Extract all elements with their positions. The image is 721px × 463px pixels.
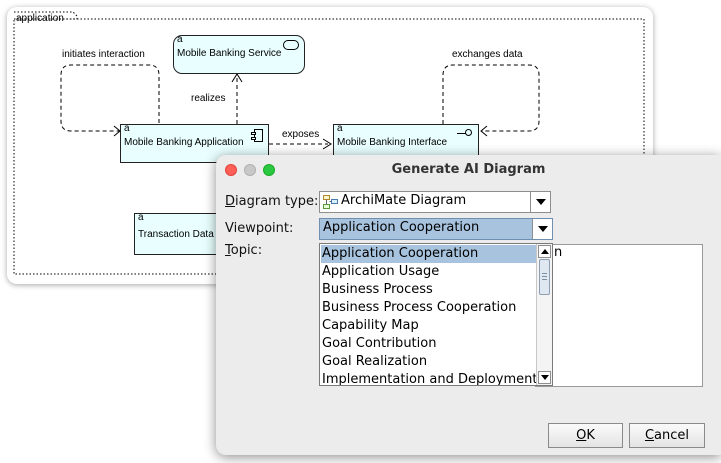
diagram-connections (13, 11, 645, 275)
interface-icon (457, 129, 473, 137)
diagram-type-value: ArchiMate Diagram (341, 193, 467, 208)
viewpoint-label: Viewpoint: (225, 221, 294, 236)
viewpoint-option[interactable]: Implementation and Deployment (322, 372, 538, 386)
viewpoint-select[interactable]: Application Cooperation (319, 218, 553, 240)
scroll-up-icon[interactable] (538, 245, 551, 258)
zoom-icon[interactable] (263, 164, 275, 176)
cancel-label: ancel (654, 428, 690, 443)
topic-label: Topic: (225, 243, 262, 258)
topic-textarea[interactable]: n (535, 244, 703, 387)
topic-label-text: opic: (230, 243, 263, 258)
viewpoint-option[interactable]: Business Process Cooperation (322, 300, 517, 315)
topic-mnemonic: T (225, 243, 231, 258)
element-name: Transaction Data (138, 229, 214, 240)
exposes-label: exposes (282, 129, 320, 140)
mobile-banking-service-element[interactable]: a Mobile Banking Service (173, 34, 305, 74)
topic-text-fragment: n (554, 245, 563, 260)
element-type-tag: a (138, 212, 144, 223)
minimize-icon[interactable] (244, 164, 256, 176)
element-name: Mobile Banking Interface (337, 137, 448, 148)
frame-label: application (16, 13, 64, 24)
element-type-tag: a (177, 34, 183, 45)
realizes-label: realizes (191, 93, 226, 104)
element-name: Mobile Banking Application (124, 137, 244, 148)
diagram-type-select[interactable]: ArchiMate Diagram (319, 191, 551, 213)
scrollbar-thumb[interactable] (539, 259, 550, 295)
generate-ai-diagram-dialog: Generate AI Diagram Diagram type: ArchiM… (216, 155, 721, 455)
diagram-type-label: Diagram type: (225, 194, 318, 209)
ok-label: K (586, 428, 595, 443)
chevron-down-icon[interactable] (530, 192, 550, 212)
cancel-button[interactable]: Cancel (629, 423, 705, 448)
element-type-tag: a (124, 123, 130, 134)
viewpoint-option[interactable]: Business Process (322, 282, 433, 297)
viewpoint-option[interactable]: Application Cooperation (321, 245, 537, 263)
diagram-type-mnemonic: D (225, 194, 236, 209)
service-icon (283, 40, 299, 50)
dropdown-scrollbar[interactable] (536, 244, 552, 385)
archimate-diagram-icon (323, 195, 338, 209)
initiates-interaction-label: initiates interaction (62, 49, 145, 60)
scroll-down-icon[interactable] (538, 371, 551, 384)
dialog-title: Generate AI Diagram (391, 162, 546, 177)
element-name: Mobile Banking Service (177, 48, 282, 59)
component-icon (251, 129, 263, 142)
viewpoint-option[interactable]: Capability Map (322, 318, 419, 333)
diagram-type-label-text: iagram type: (235, 194, 319, 209)
close-icon[interactable] (225, 164, 237, 176)
element-type-tag: a (337, 123, 343, 134)
chevron-down-icon[interactable] (532, 219, 552, 239)
viewpoint-option[interactable]: Application Usage (322, 264, 440, 279)
ok-mnemonic: O (576, 428, 587, 443)
viewpoint-option[interactable]: Goal Realization (322, 354, 428, 369)
cancel-mnemonic: C (644, 428, 655, 443)
dialog-titlebar[interactable]: Generate AI Diagram (216, 155, 721, 183)
viewpoint-value: Application Cooperation (323, 220, 480, 235)
exchanges-data-label: exchanges data (452, 49, 523, 60)
ok-button[interactable]: OK (548, 423, 623, 448)
viewpoint-option[interactable]: Goal Contribution (322, 336, 437, 351)
